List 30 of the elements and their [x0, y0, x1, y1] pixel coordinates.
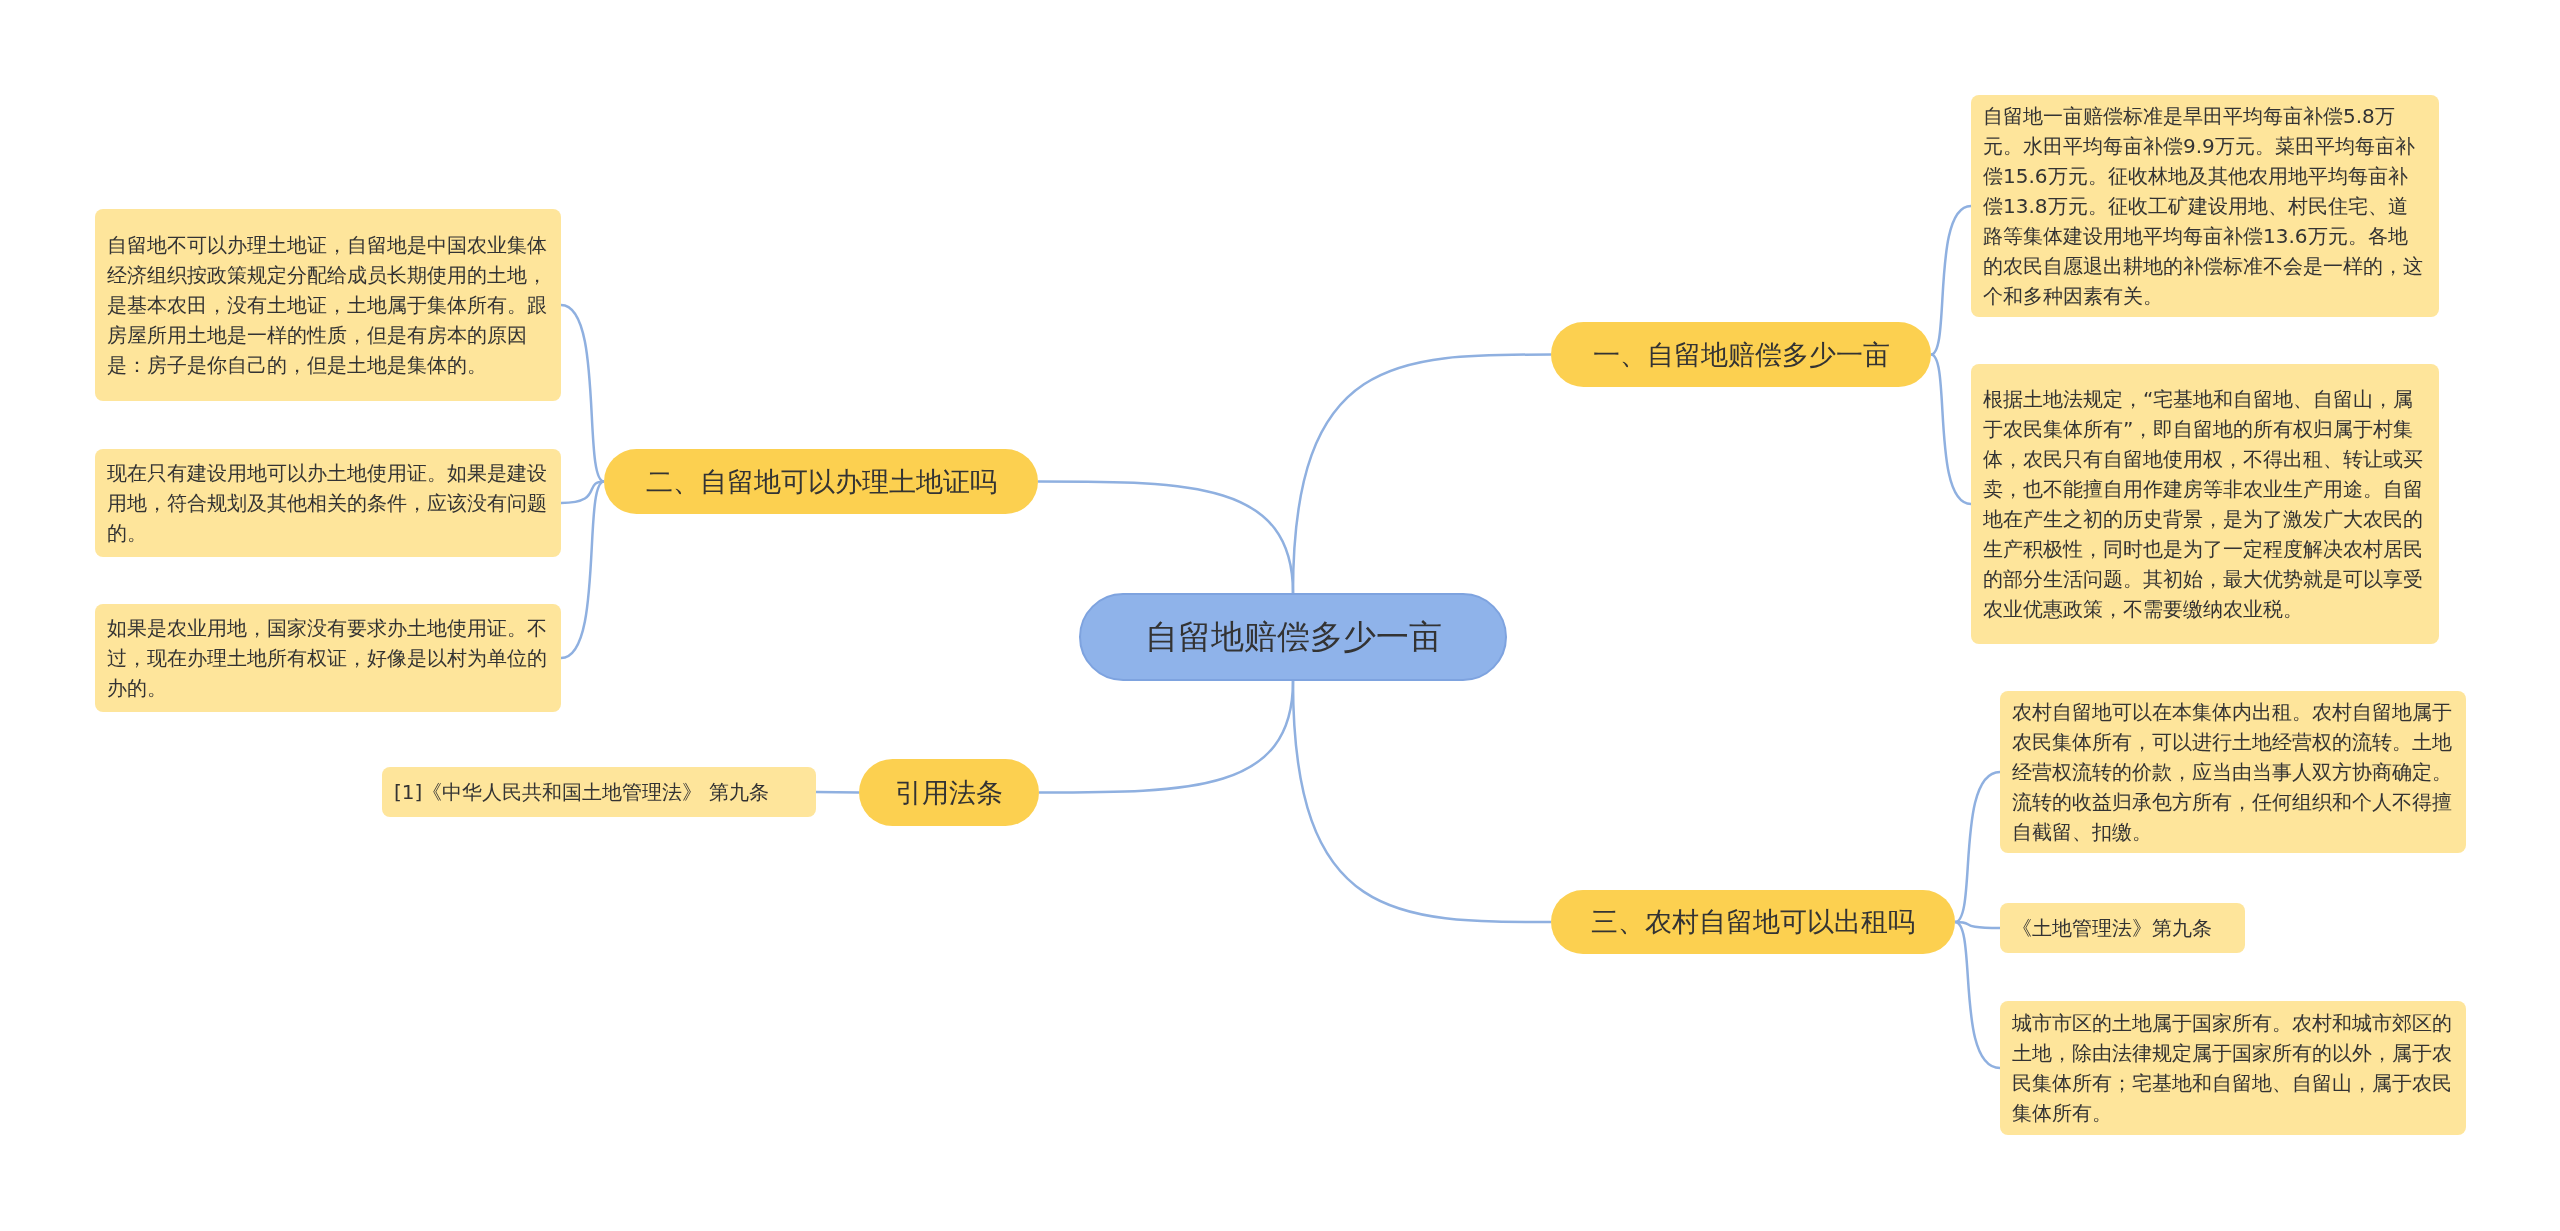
topic-text: 自留地赔偿多少一亩	[1144, 615, 1442, 658]
topic-text: 自留地不可以办理土地证，自留地是中国农业集体经济组织按政策规定分配给成员长期使用的土地，是基本农田，没有土地证，土地属于集体所有。跟房屋所用土地是一样的性质，但是有房本的原因是：房子是你自己的，但是土地是集体的。	[107, 232, 548, 379]
connector-line	[1930, 204, 1972, 356]
topic-text: 自留地一亩赔偿标准是旱田平均每亩补偿5.8万元。水田平均每亩补偿9.9万元。菜田平均每亩补偿15.6万元。征收林地及其他农用地平均每亩补偿13.8万元。征收工矿建设用地、村民住宅、道路等集体建设用地平均每亩补偿13.6万元。各地的农民自愿退出耕地的补偿标准不会是一样的，这个和多种因素有关。	[1983, 103, 2424, 310]
note-card	[2000, 1001, 2466, 1135]
connector-line	[1038, 480, 1295, 594]
connector-line	[1291, 680, 1551, 924]
note-card	[1971, 364, 2439, 644]
topic-text: 一、自留地赔偿多少一亩	[1592, 337, 1890, 372]
topic-text: 城市市区的土地属于国家所有。农村和城市郊区的土地，除由法律规定属于国家所有的以外，属于农民集体所有；宅基地和自留地、自留山，属于农民集体所有。	[2012, 1010, 2453, 1127]
topic-text: 如果是农业用地，国家没有要求办土地使用证。不过，现在办理土地所有权证，好像是以村为单位的办的。	[107, 615, 548, 702]
topic-text: 三、农村自留地可以出租吗	[1591, 905, 1915, 939]
note-card	[382, 767, 816, 817]
connector-line	[560, 303, 605, 483]
topic-text: 现在只有建设用地可以办土地使用证。如果是建设用地，符合规划及其他相关的条件，应该没有问题的。	[107, 460, 548, 547]
topic-text: 二、自留地可以办理土地证吗	[645, 464, 997, 499]
note-card	[95, 604, 561, 712]
connector-line	[1930, 353, 1972, 506]
topic-text: 根据土地法规定，“宅基地和自留地、自留山，属于农民集体所有”，即自留地的所有权归属于村集体，农民只有自留地使用权，不得出租、转让或买卖，也不能擅自用作建房等非农业生产用途。自留地在产生之初的历史背景，是为了激发广大农民的生产积极性，同时也是为了一定程度解决农村居民的部分生活问题。其初始，最大优势就是可以享受农业优惠政策，不需要缴纳农业税。	[1983, 386, 2424, 623]
connector-line	[560, 480, 605, 660]
connector-line	[816, 790, 859, 794]
note-card	[95, 209, 561, 401]
topic-text: 引用法条	[895, 775, 1003, 810]
note-card	[95, 449, 561, 557]
connector-line	[1954, 920, 2001, 1070]
topic-text: 《土地管理法》第九条	[2012, 915, 2212, 942]
note-card	[2000, 903, 2245, 953]
connector-line	[1954, 770, 2001, 924]
topic-text: 农村自留地可以在本集体内出租。农村自留地属于农民集体所有，可以进行土地经营权的流转。土地经营权流转的价款，应当由当事人双方协商确定。流转的收益归承包方所有，任何组织和个人不得擅自截留、扣缴。	[2012, 699, 2453, 846]
topic-text: [1]《中华人民共和国土地管理法》 第九条	[394, 779, 769, 806]
